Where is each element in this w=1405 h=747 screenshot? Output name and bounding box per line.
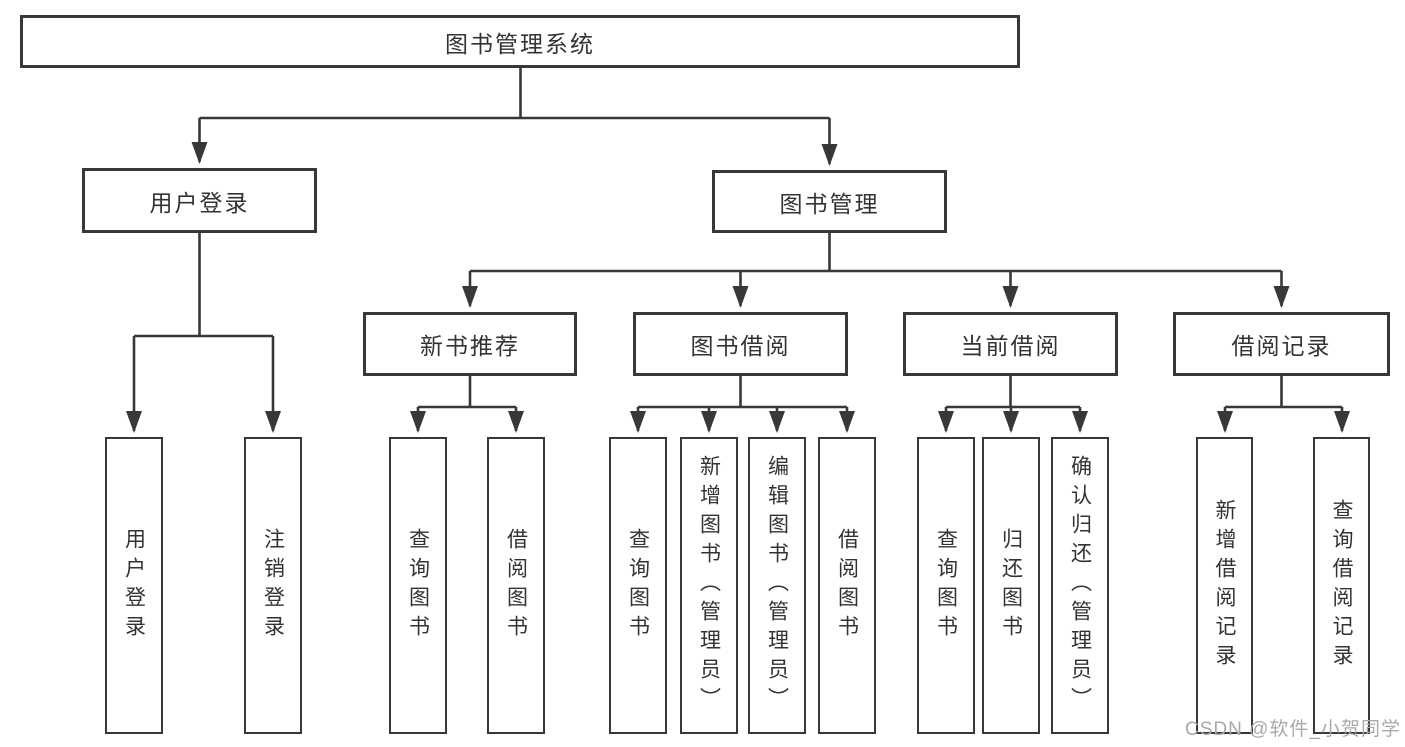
leaf-add-borrow-record: 新增借阅记录 <box>1196 437 1253 734</box>
node-root: 图书管理系统 <box>20 15 1020 68</box>
leaf-logout-login: 注销登录 <box>244 437 302 734</box>
node-user-login: 用户登录 <box>82 168 317 233</box>
node-book-borrow: 图书借阅 <box>633 312 848 376</box>
node-current-borrow: 当前借阅 <box>903 312 1118 376</box>
leaf-query-books-borrow: 查询图书 <box>609 437 667 734</box>
leaf-query-books-current: 查询图书 <box>917 437 975 734</box>
leaf-edit-books-admin: 编辑图书（管理员） <box>748 437 806 734</box>
watermark-text: CSDN @软件_小贺同学 <box>1185 719 1401 740</box>
node-borrow-records: 借阅记录 <box>1173 312 1390 376</box>
node-book-management: 图书管理 <box>712 170 947 233</box>
leaf-return-books: 归还图书 <box>982 437 1040 734</box>
leaf-borrow-books-recommend: 借阅图书 <box>487 437 545 734</box>
leaf-borrow-books: 借阅图书 <box>818 437 876 734</box>
leaf-user-login: 用户登录 <box>105 437 163 734</box>
leaf-query-books-recommend: 查询图书 <box>389 437 447 734</box>
leaf-confirm-return-admin: 确认归还（管理员） <box>1051 437 1109 734</box>
leaf-query-borrow-record: 查询借阅记录 <box>1313 437 1370 734</box>
node-new-book-recommend: 新书推荐 <box>363 312 577 376</box>
leaf-add-books-admin: 新增图书（管理员） <box>680 437 738 734</box>
